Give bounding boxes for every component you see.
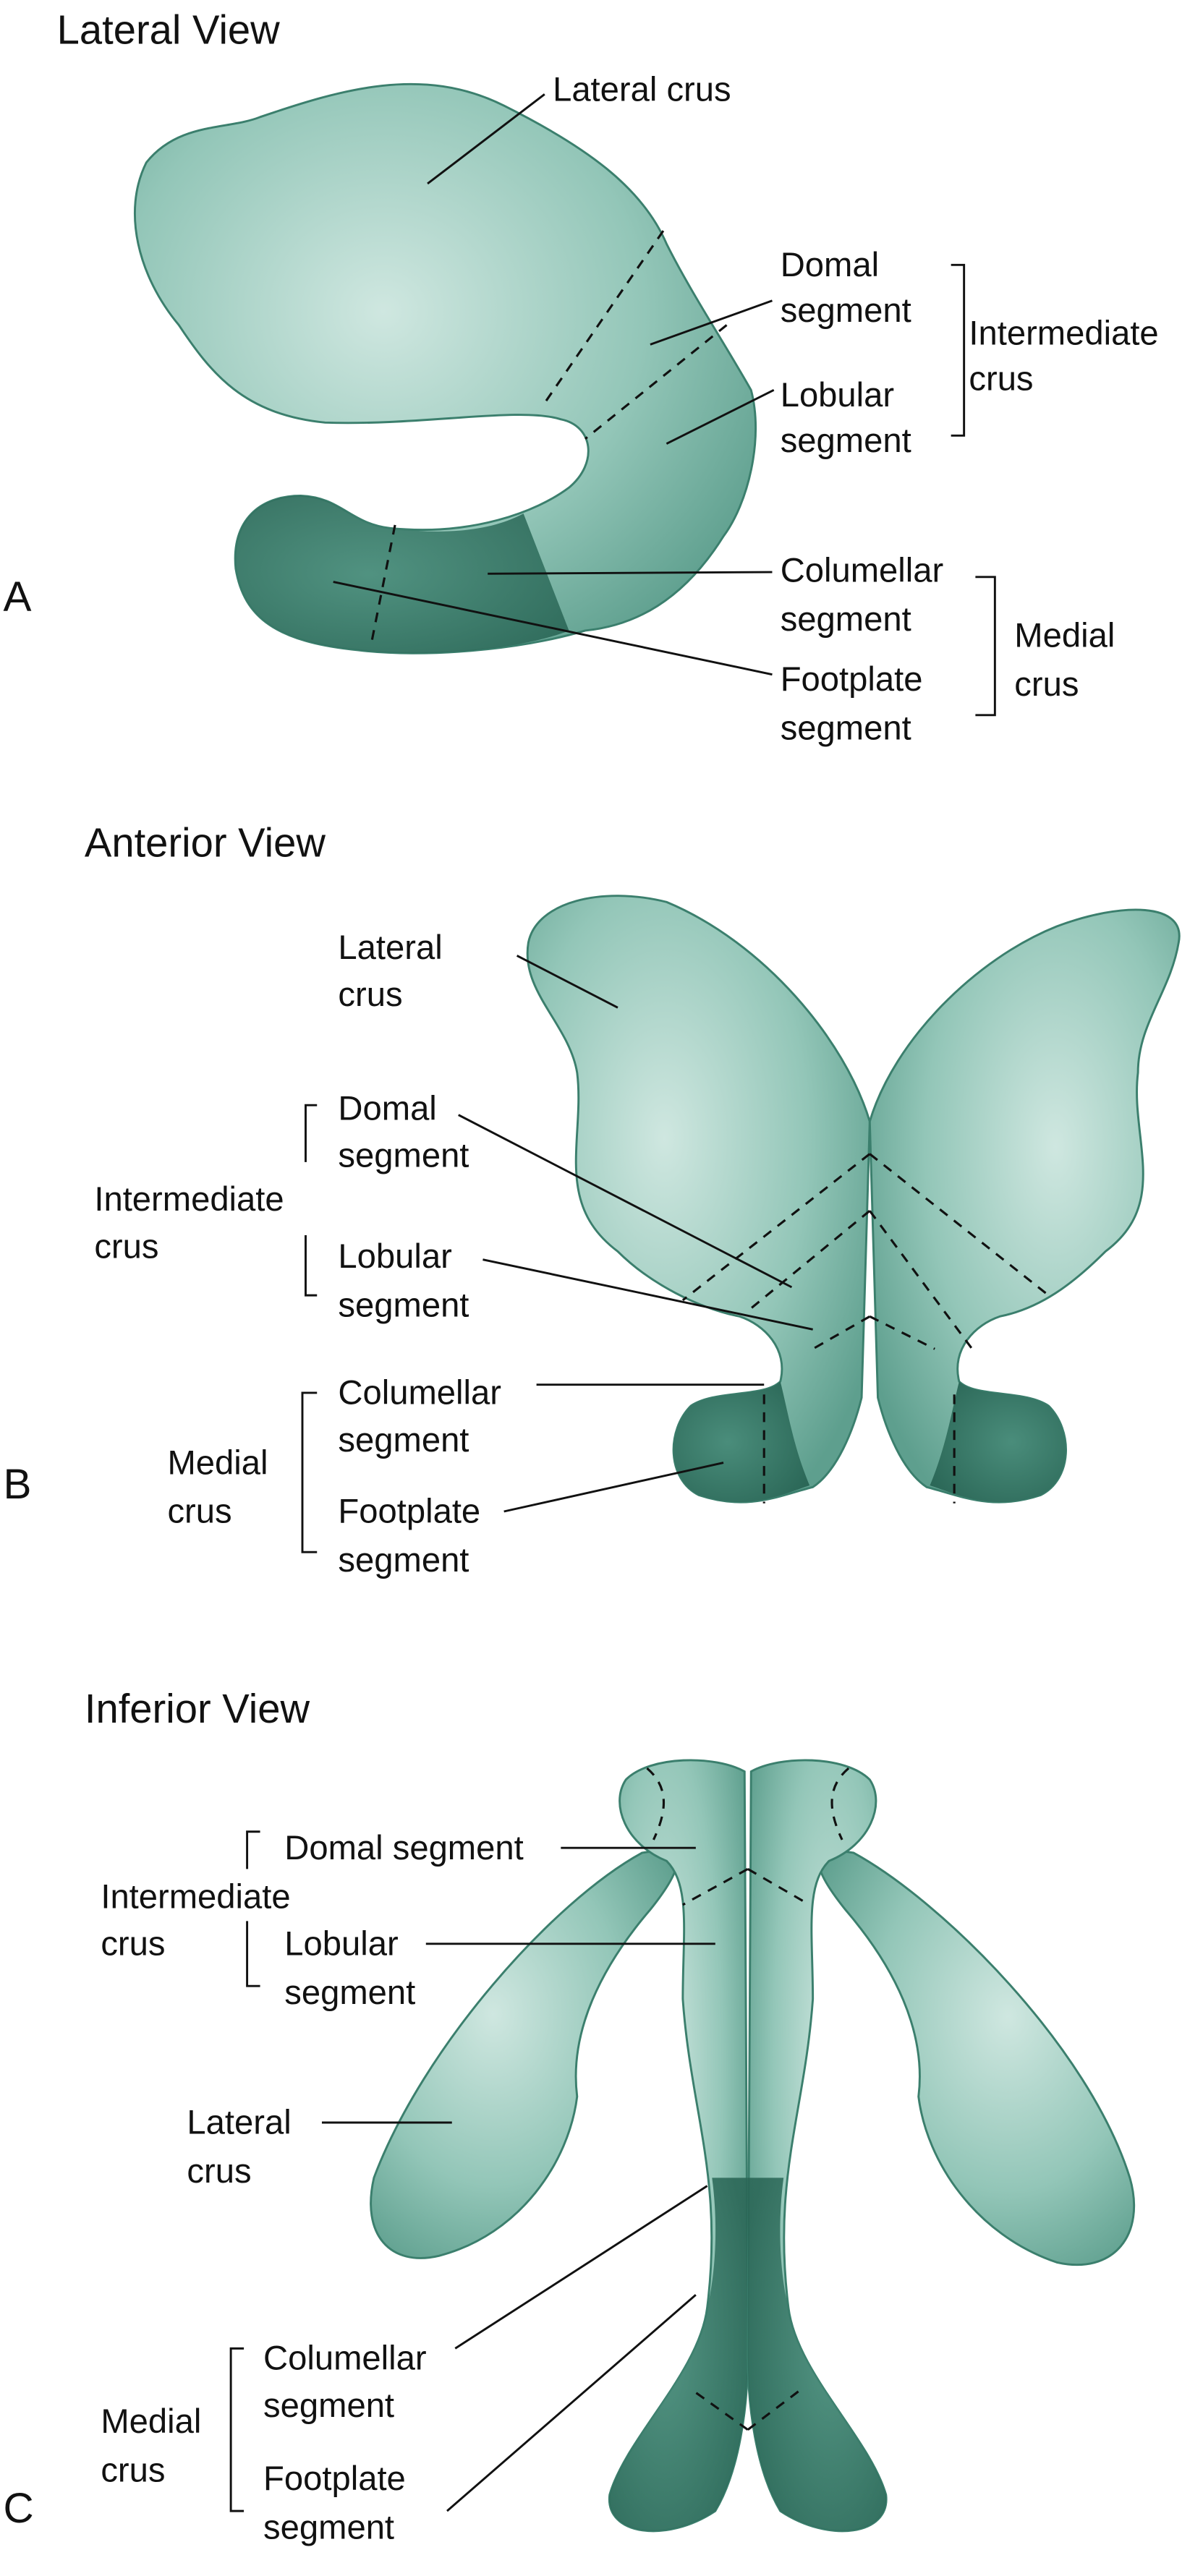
- label-intermediate: Intermediate: [969, 314, 1158, 352]
- label-domal-segment: Domal segment: [284, 1829, 523, 1867]
- label-intermediate-2: crus: [94, 1227, 158, 1266]
- left-cartilage: [370, 1759, 749, 2533]
- label-lateral-2: crus: [187, 2152, 251, 2191]
- bracket-intermediate: [951, 263, 966, 437]
- panel-letter: A: [3, 573, 31, 620]
- label-intermediate: Intermediate: [94, 1180, 284, 1219]
- label-medial: Medial: [1014, 616, 1115, 654]
- label-domal-2: segment: [781, 291, 911, 330]
- label-footplate: Footplate: [781, 660, 923, 699]
- label-lateral: Lateral: [338, 929, 442, 967]
- label-lobular-2: segment: [338, 1286, 469, 1324]
- label-footplate: Footplate: [263, 2460, 406, 2498]
- panel-title: Anterior View: [85, 819, 326, 865]
- leader-lines: [333, 93, 775, 676]
- leader-lines: [321, 1846, 715, 2512]
- panel-title: Lateral View: [57, 7, 281, 53]
- label-domal: Domal: [338, 1089, 436, 1127]
- label-columellar-2: segment: [338, 1421, 469, 1459]
- label-footplate-2: segment: [781, 709, 911, 748]
- label-columellar: Columellar: [781, 552, 944, 590]
- label-lateral-crus: Lateral crus: [553, 70, 731, 108]
- bracket-medial: [301, 1391, 318, 1553]
- label-medial-2: crus: [167, 1493, 231, 1531]
- label-lobular-2: segment: [781, 422, 911, 460]
- label-intermediate-2: crus: [101, 1925, 165, 1963]
- bracket-medial: [229, 2347, 245, 2512]
- label-medial: Medial: [101, 2402, 201, 2441]
- right-cartilage: [868, 908, 1181, 1504]
- bracket-intermediate: [246, 1830, 260, 1987]
- label-lobular: Lobular: [284, 1925, 398, 1963]
- right-cartilage: [747, 1759, 1136, 2533]
- bracket-intermediate: [305, 1104, 318, 1297]
- panel-letter: B: [3, 1461, 31, 1508]
- label-intermediate: Intermediate: [101, 1877, 290, 1916]
- label-columellar: Columellar: [338, 1374, 501, 1412]
- label-lateral-2: crus: [338, 976, 402, 1014]
- label-medial-2: crus: [1014, 665, 1079, 704]
- label-lobular: Lobular: [338, 1237, 451, 1276]
- panel-letter: C: [3, 2485, 33, 2532]
- bracket-medial: [975, 576, 996, 717]
- label-columellar-2: segment: [263, 2387, 394, 2425]
- label-columellar: Columellar: [263, 2340, 427, 2378]
- panel-b-anterior-view: Anterior View B Lateral crus Domal segme…: [3, 819, 1181, 1579]
- panel-a-lateral-view: Lateral View A Lateral crus Domal segmen…: [3, 7, 1158, 748]
- label-domal-2: segment: [338, 1137, 469, 1175]
- dashed-boundary: [646, 1767, 850, 2431]
- label-lobular-2: segment: [284, 1974, 415, 2012]
- label-medial-2: crus: [101, 2452, 165, 2490]
- label-footplate-2: segment: [338, 1541, 469, 1579]
- label-domal: Domal: [781, 246, 879, 284]
- left-cartilage: [526, 895, 871, 1504]
- label-footplate-2: segment: [263, 2508, 394, 2546]
- label-medial: Medial: [167, 1443, 268, 1482]
- label-lobular: Lobular: [781, 376, 894, 414]
- label-footplate: Footplate: [338, 1493, 480, 1531]
- panel-title: Inferior View: [85, 1686, 310, 1731]
- label-intermediate-2: crus: [969, 359, 1033, 398]
- label-columellar-2: segment: [781, 600, 911, 639]
- dashed-boundary: [369, 230, 728, 647]
- leader-lines: [458, 955, 813, 1513]
- dashed-boundary: [681, 1153, 1050, 1504]
- panel-c-inferior-view: Inferior View C Domal segment Intermedia…: [3, 1686, 1136, 2546]
- label-lateral: Lateral: [187, 2104, 291, 2142]
